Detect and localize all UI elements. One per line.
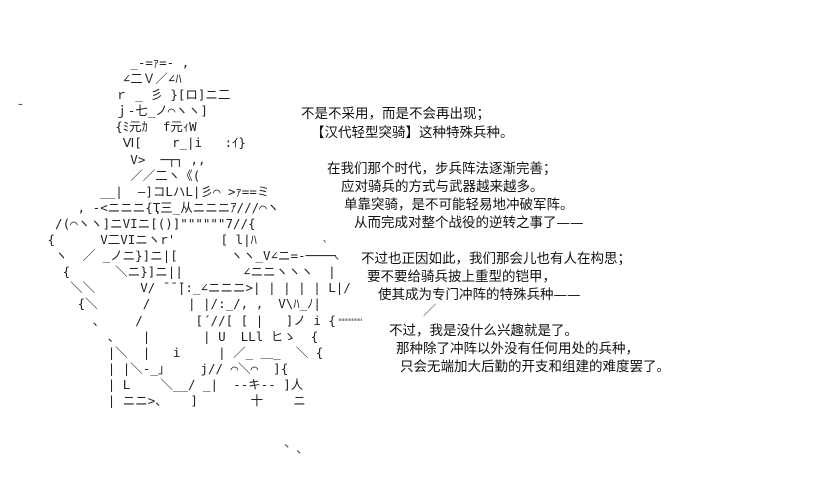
decor-slash: ／ [423,303,437,319]
ascii-art-text: _-=ｧ=- , ∠二Ｖ／∠ﾊ ｒ _ 彡 }[ロ]ニ二 ｊ-七_ノ⌒ヽヽ] {… [47,55,351,408]
decor-dash: - [18,96,23,112]
text-line-7: 不过也正因如此，我们那会儿也有人在构思； [361,251,631,267]
text-line-8: 要不要给骑兵披上重型的铠甲， [367,269,556,285]
decor-comma-3: 、 [334,247,348,263]
text-line-4: 应对骑兵的方式与武器越来越多。 [341,179,544,195]
text-line-3: 在我们那个时代，步兵阵法逐渐完善； [327,161,557,177]
text-line-1: 不是不采用，而是不会再出现； [301,106,490,122]
decor-dotted-leader: '''''''''''''''' [338,318,363,328]
text-line-6: 从而完成对整个战役的逆转之事了—— [354,215,584,231]
text-line-10: 不过，我是没什么兴趣就是了。 [389,323,578,339]
decor-comma-2: 、 [296,441,310,457]
text-line-9: 使其成为专门冲阵的特殊兵种—— [378,287,581,303]
text-line-2: 【汉代轻型突骑】这种特殊兵种。 [311,125,514,141]
text-line-12: 只会无端加大后勤的开支和组建的难度罢了。 [400,359,670,375]
decor-tick: ` [322,239,329,255]
text-line-11: 那种除了冲阵以外没有任何用处的兵种， [396,341,639,357]
decor-comma-1: 、 [284,435,298,451]
text-line-5: 单靠突骑，是不可能轻易地冲破军阵。 [344,197,574,213]
ascii-art-figure: _-=ｧ=- , ∠二Ｖ／∠ﾊ ｒ _ 彡 }[ロ]ニ二 ｊ-七_ノ⌒ヽヽ] {… [40,55,370,455]
